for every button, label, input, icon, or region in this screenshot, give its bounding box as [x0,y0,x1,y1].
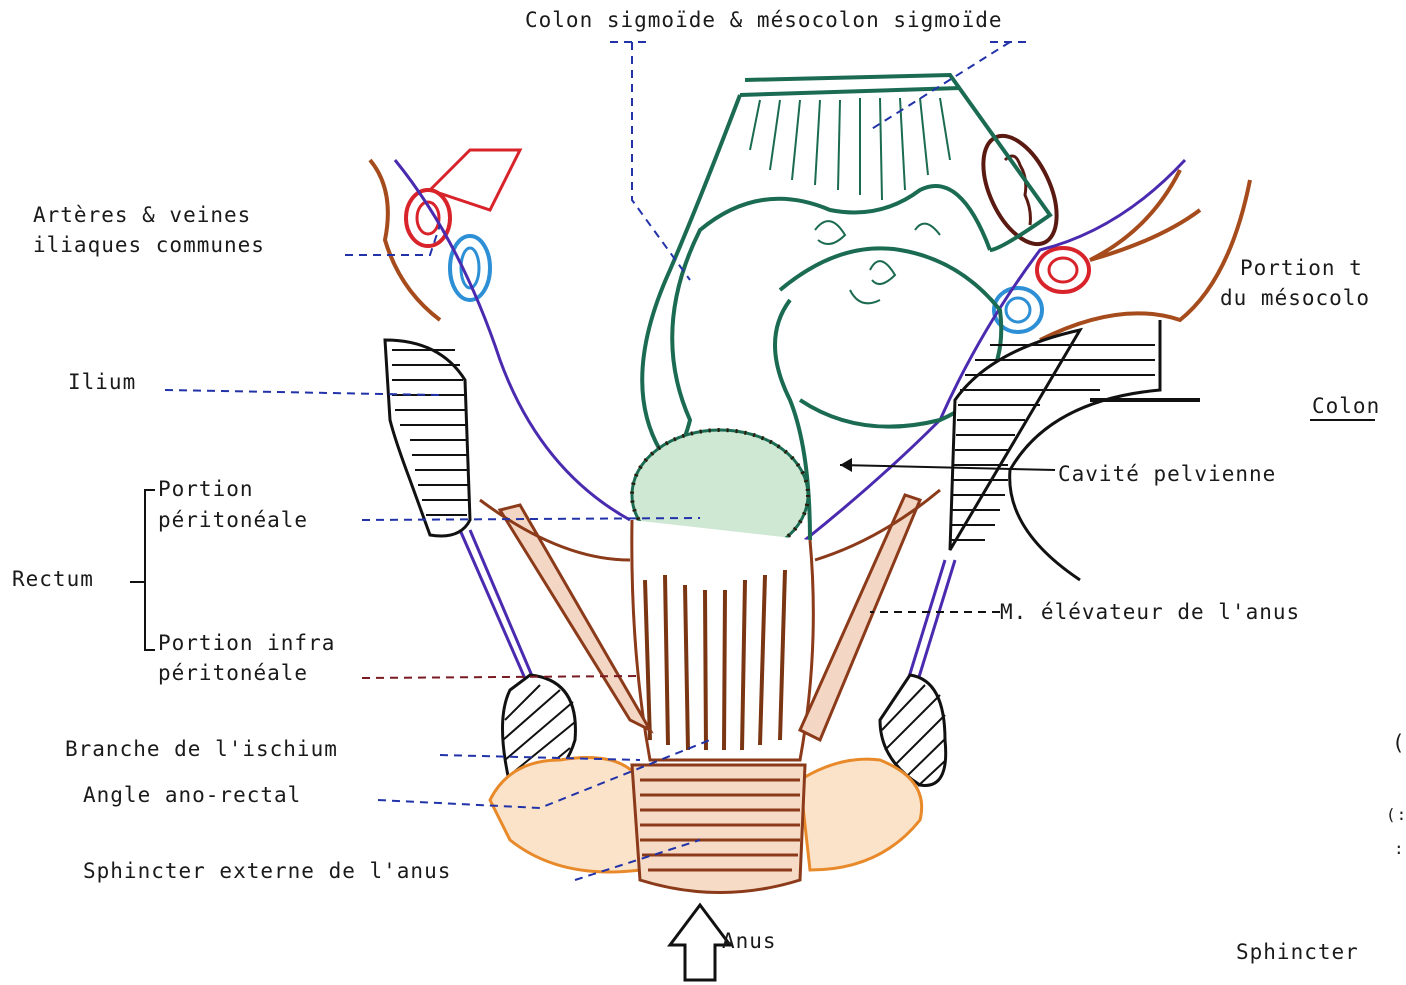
label-colon-right: Colon [1312,391,1380,421]
label-elevateur-anus: M. élévateur de l'anus [1000,597,1300,627]
left-ilium [385,340,470,536]
label-peritoneale-2: péritonéale [158,658,308,688]
left-iliac-artery [406,190,450,246]
label-cavite-pelvienne: Cavité pelvienne [1058,459,1276,489]
label-angle-ano-rectal: Angle ano-rectal [83,780,301,810]
label-portion-t: Portion t [1240,253,1363,283]
label-portion-infra: Portion infra [158,628,335,658]
label-edge-paren: (: [1386,800,1406,830]
external-anal-sphincter [632,765,805,893]
label-ilium: Ilium [68,367,136,397]
left-iliac-vein [450,236,490,300]
label-du-mesocolo: du mésocolo [1220,283,1370,313]
label-anus: Anus [722,926,777,956]
rectum-bracket [130,490,155,650]
label-colon-sigmoide: Colon sigmoïde & mésocolon sigmoïde [525,5,1003,35]
label-sphincter-externe: Sphincter externe de l'anus [83,856,451,886]
anus-arrow-icon [670,905,730,980]
label-edge-colon: : [1394,834,1405,864]
mesocolon-hatching [750,98,950,200]
label-rectum: Rectum [12,564,94,594]
label-arteres-line1: Artères & veines [33,200,251,230]
right-ilium [950,320,1200,580]
colon-haustra [815,221,940,303]
rectum-infraperitoneal-portion [632,520,814,760]
label-arteres-line2: iliaques communes [33,230,265,260]
label-edge-c: ( [1392,728,1406,758]
label-peritoneale: péritonéale [158,505,308,535]
label-sphincter-right: Sphincter [1236,937,1359,967]
label-portion-peritoneale-1: Portion [158,474,254,504]
label-branche-ischium: Branche de l'ischium [65,734,338,764]
